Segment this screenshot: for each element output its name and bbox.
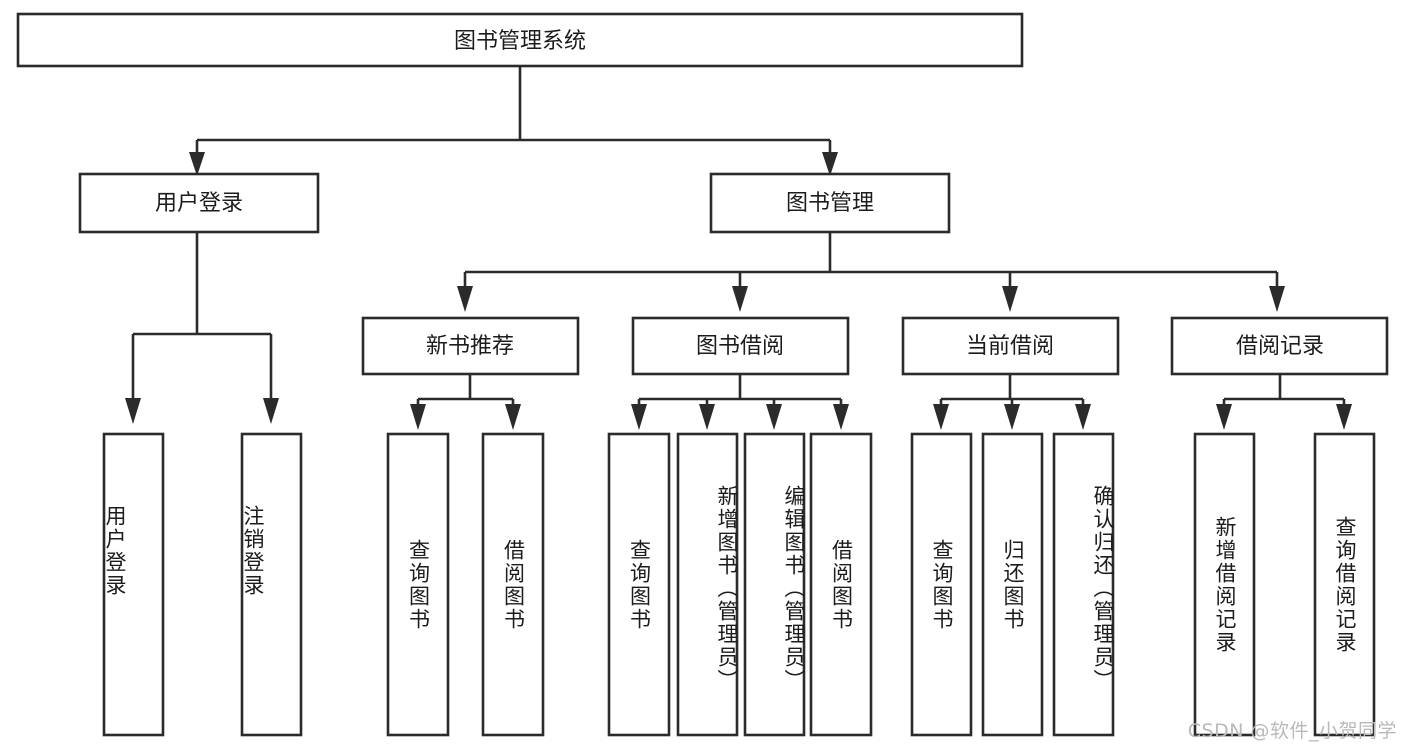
node-current-borrow-label: 当前借阅 <box>966 334 1054 359</box>
connector-userlogin-to-leaves <box>125 232 279 424</box>
node-user-login[interactable]: 用户登录 <box>78 172 320 234</box>
arrow-head-icon <box>732 286 748 312</box>
arrow-head-icon <box>699 404 715 430</box>
node-new-book-recommend[interactable]: 新书推荐 <box>361 316 580 376</box>
arrow-head-icon <box>189 152 205 176</box>
arrow-head-icon <box>631 404 647 430</box>
arrow-head-icon <box>263 398 279 424</box>
connector-currentborrow-to-leaves <box>933 374 1091 430</box>
csdn-watermark: CSDN @软件_小贺同学 <box>1187 720 1397 742</box>
node-current-borrow[interactable]: 当前借阅 <box>901 316 1120 376</box>
connector-newbook-to-leaves <box>410 374 521 430</box>
node-leaf-borrow-book-2[interactable] <box>809 432 873 737</box>
node-leaf-add-record[interactable] <box>1193 432 1256 737</box>
connector-bookborrow-to-leaves <box>631 374 849 430</box>
arrow-head-icon <box>125 398 141 424</box>
node-leaf-query-book-3[interactable] <box>910 432 973 737</box>
node-leaf-edit-book[interactable] <box>743 432 806 737</box>
arrow-head-icon <box>1002 286 1018 312</box>
connector-root-to-level1 <box>189 66 838 176</box>
node-leaf-add-book[interactable] <box>676 432 739 737</box>
connector-bookmanagement-to-level2 <box>457 232 1285 312</box>
arrow-head-icon <box>1336 404 1352 430</box>
node-borrow-record-label: 借阅记录 <box>1236 334 1324 359</box>
arrow-head-icon <box>410 404 426 430</box>
arrow-head-icon <box>833 404 849 430</box>
node-new-book-recommend-label: 新书推荐 <box>426 334 514 359</box>
arrow-head-icon <box>1216 404 1232 430</box>
arrow-head-icon <box>1075 404 1091 430</box>
node-leaf-user-login[interactable] <box>102 432 165 737</box>
node-user-login-label: 用户登录 <box>155 191 243 216</box>
node-book-borrow-label: 图书借阅 <box>696 334 784 359</box>
node-borrow-record[interactable]: 借阅记录 <box>1170 316 1389 376</box>
node-leaf-query-record[interactable] <box>1313 432 1376 737</box>
arrow-head-icon <box>1269 286 1285 312</box>
arrow-head-icon <box>505 404 521 430</box>
connector-borrowrecord-to-leaves <box>1216 374 1352 430</box>
node-root-label: 图书管理系统 <box>454 29 586 54</box>
node-leaf-confirm-return[interactable] <box>1052 432 1115 737</box>
node-leaf-query-book-2[interactable] <box>607 432 671 737</box>
node-book-management[interactable]: 图书管理 <box>709 172 951 234</box>
node-book-management-label: 图书管理 <box>786 191 874 216</box>
node-leaf-query-book-1[interactable] <box>386 432 450 737</box>
node-root[interactable]: 图书管理系统 <box>16 12 1024 68</box>
node-leaf-borrow-book-1[interactable] <box>481 432 545 737</box>
arrow-head-icon <box>1004 404 1020 430</box>
arrow-head-icon <box>457 286 473 312</box>
node-leaf-logout-login[interactable] <box>240 432 303 737</box>
node-book-borrow[interactable]: 图书借阅 <box>631 316 850 376</box>
arrow-head-icon <box>822 152 838 176</box>
arrow-head-icon <box>933 404 949 430</box>
node-leaf-return-book[interactable] <box>981 432 1044 737</box>
arrow-head-icon <box>766 404 782 430</box>
